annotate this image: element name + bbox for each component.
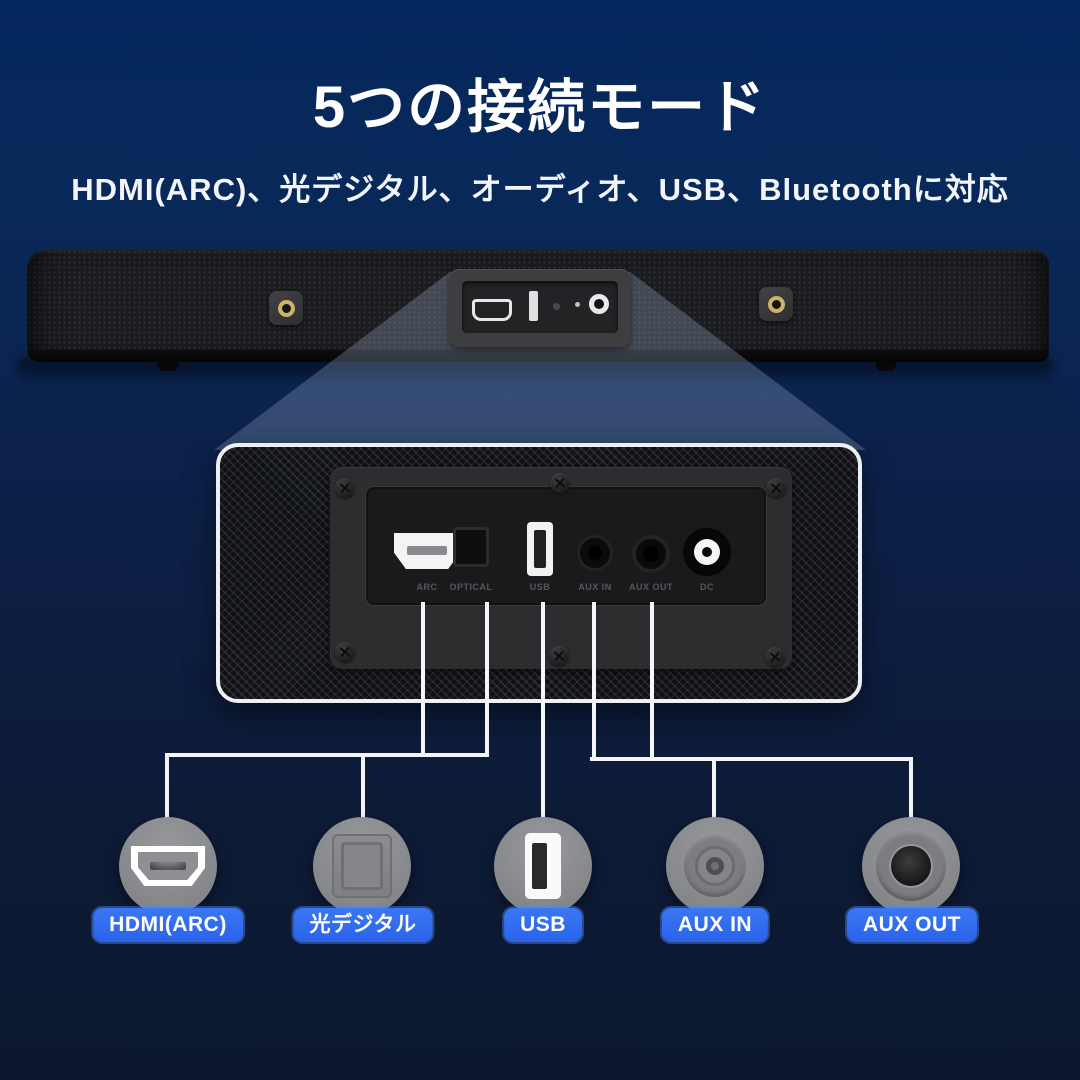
optical-connector-icon <box>313 817 411 915</box>
callout-line <box>590 757 913 761</box>
usb-port-icon <box>527 522 553 576</box>
usb-connector-icon <box>494 817 592 915</box>
callout-line <box>650 602 654 759</box>
soundbar-foot-right <box>876 362 896 371</box>
label-hdmi-arc: HDMI(ARC) <box>93 908 243 942</box>
port-label-aux-out: AUX OUT <box>629 582 673 592</box>
port-label-aux-in: AUX IN <box>578 582 612 592</box>
gold-ring-icon <box>277 299 295 317</box>
dc-port-icon <box>683 528 731 576</box>
label-usb: USB <box>504 908 582 942</box>
screw-icon <box>335 642 355 662</box>
page-title: 5つの接続モード <box>312 75 768 140</box>
optical-port-icon <box>453 527 489 567</box>
mount-jack-left <box>269 291 303 325</box>
callout-line <box>541 602 545 820</box>
callout-line <box>361 753 365 821</box>
port-label-dc: DC <box>700 582 714 592</box>
label-aux-out: AUX OUT <box>847 908 977 942</box>
soundbar-bottom-edge <box>27 350 1049 362</box>
aux-in-port-icon <box>580 538 610 568</box>
mini-hdmi-port-icon <box>472 299 512 321</box>
screw-icon <box>765 647 785 667</box>
gold-ring-icon <box>767 295 785 313</box>
callout-line <box>485 602 489 755</box>
aux-out-connector-icon <box>862 817 960 915</box>
mini-led-dot-icon <box>575 302 580 307</box>
hdmi-port-icon <box>394 533 460 569</box>
soundbar-foot-left <box>158 362 178 371</box>
callout-line <box>712 757 716 821</box>
callout-line <box>421 602 425 755</box>
callout-line <box>165 753 489 757</box>
aux-out-port-icon <box>632 535 670 573</box>
mini-dc-port-icon <box>589 294 609 314</box>
screw-icon <box>335 478 355 498</box>
label-aux-in: AUX IN <box>661 908 769 942</box>
screw-icon <box>766 478 786 498</box>
callout-line <box>165 753 169 821</box>
callout-line <box>909 757 913 821</box>
screw-icon <box>550 473 570 493</box>
port-label-optical: OPTICAL <box>449 582 493 592</box>
hdmi-connector-icon <box>119 817 217 915</box>
mount-jack-right <box>759 287 793 321</box>
mini-usb-port-icon <box>529 291 538 321</box>
mini-aux-port-icon <box>553 303 560 310</box>
page-subtitle: HDMI(ARC)、光デジタル、オーディオ、USB、Bluetoothに対応 <box>71 172 1009 207</box>
label-optical: 光デジタル <box>293 908 433 942</box>
port-label-arc: ARC <box>416 582 438 592</box>
screw-icon <box>549 646 569 666</box>
aux-in-connector-icon <box>666 817 764 915</box>
callout-line <box>592 602 596 759</box>
port-label-usb: USB <box>529 582 551 592</box>
